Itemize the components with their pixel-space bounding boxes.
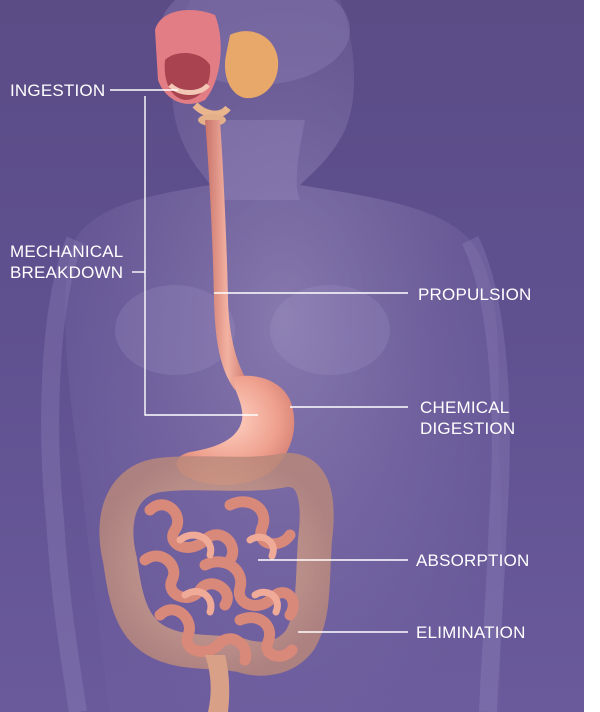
rectum: [205, 655, 230, 712]
label-chemical-digestion-line-1: CHEMICAL: [420, 398, 510, 417]
esophagus: [205, 120, 250, 390]
leader-lines: [110, 89, 408, 633]
mechanical-breakdown-leader: [144, 96, 258, 416]
large-intestine: [99, 453, 334, 676]
digestive-system-illustration: [41, 0, 510, 712]
label-ingestion: INGESTION: [10, 81, 106, 100]
digestive-diagram: INGESTION MECHANICAL BREAKDOWN PROPULSIO…: [0, 0, 584, 712]
image-border: [584, 0, 600, 712]
label-mechanical-breakdown: MECHANICAL BREAKDOWN: [10, 241, 123, 283]
label-absorption: ABSORPTION: [416, 551, 530, 570]
label-mechanical-breakdown-line-2: BREAKDOWN: [10, 263, 124, 282]
label-mechanical-breakdown-line-1: MECHANICAL: [10, 242, 124, 261]
small-intestine: [139, 496, 299, 666]
label-elimination: ELIMINATION: [416, 623, 526, 642]
label-chemical-digestion-line-2: DIGESTION: [420, 419, 516, 438]
label-propulsion: PROPULSION: [418, 285, 532, 304]
mouth-and-glands: [155, 0, 350, 126]
label-chemical-digestion: CHEMICAL DIGESTION: [420, 397, 515, 439]
